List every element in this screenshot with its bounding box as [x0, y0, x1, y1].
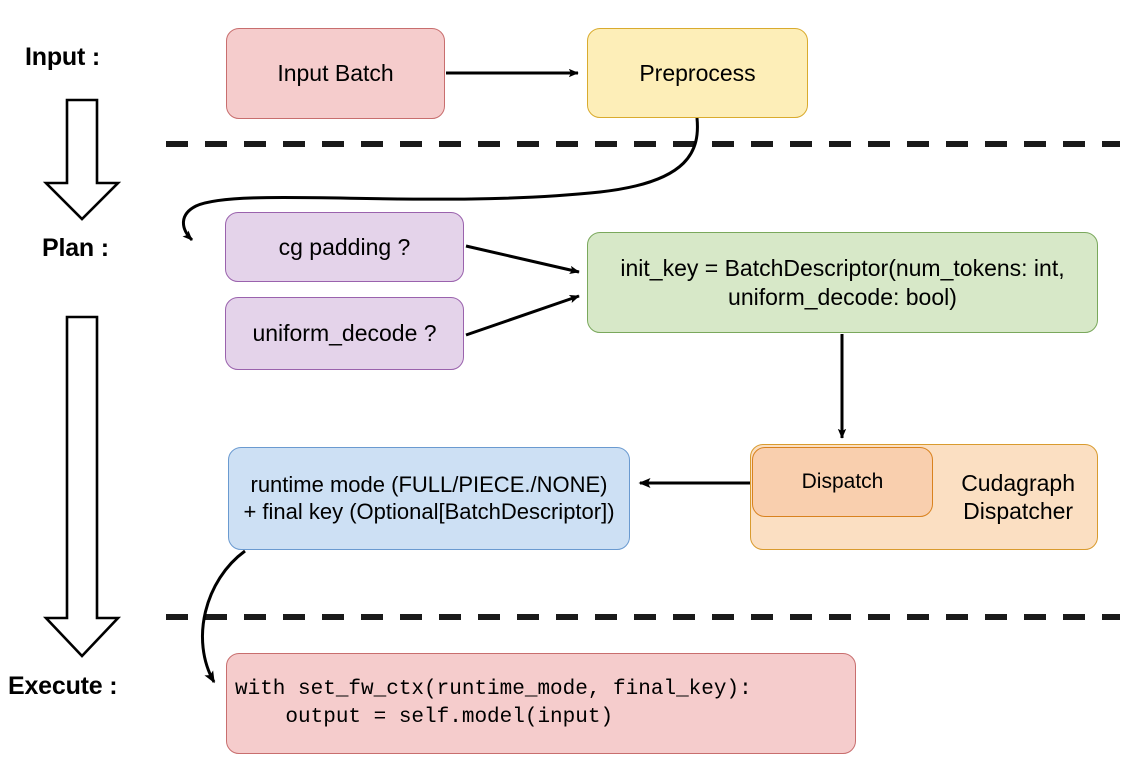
- node-dispatch[interactable]: Dispatch: [752, 447, 933, 517]
- node-runtime-mode-label: runtime mode (FULL/PIECE./NONE) + final …: [243, 471, 615, 524]
- stage-label-plan: Plan :: [42, 234, 109, 262]
- node-execute-code[interactable]: with set_fw_ctx(runtime_mode, final_key)…: [226, 653, 856, 754]
- node-uniform-decode[interactable]: uniform_decode ?: [225, 297, 464, 370]
- node-init-key-label: init_key = BatchDescriptor(num_tokens: i…: [620, 255, 1065, 310]
- node-cudagraph-dispatcher-label: Cudagraph Dispatcher: [961, 469, 1075, 524]
- stage-label-execute: Execute :: [8, 672, 118, 700]
- stage-label-input: Input :: [25, 43, 100, 71]
- node-init-key[interactable]: init_key = BatchDescriptor(num_tokens: i…: [587, 232, 1098, 333]
- node-preprocess-label: Preprocess: [639, 59, 756, 86]
- node-cg-padding[interactable]: cg padding ?: [225, 212, 464, 282]
- node-input-batch[interactable]: Input Batch: [226, 28, 445, 119]
- plan-to-execute-arrow: [42, 315, 122, 658]
- connector-uniform-decode-to-init-key: [465, 294, 580, 337]
- node-runtime-mode[interactable]: runtime mode (FULL/PIECE./NONE) + final …: [228, 447, 630, 550]
- node-input-batch-label: Input Batch: [277, 60, 394, 87]
- input-to-plan-arrow: [42, 98, 122, 221]
- node-preprocess[interactable]: Preprocess: [587, 28, 808, 118]
- node-cg-padding-label: cg padding ?: [278, 233, 411, 260]
- node-dispatch-label: Dispatch: [801, 470, 884, 494]
- node-uniform-decode-label: uniform_decode ?: [252, 320, 437, 347]
- node-execute-code-label: with set_fw_ctx(runtime_mode, final_key)…: [235, 678, 752, 729]
- connector-cg-padding-to-init-key: [465, 244, 580, 275]
